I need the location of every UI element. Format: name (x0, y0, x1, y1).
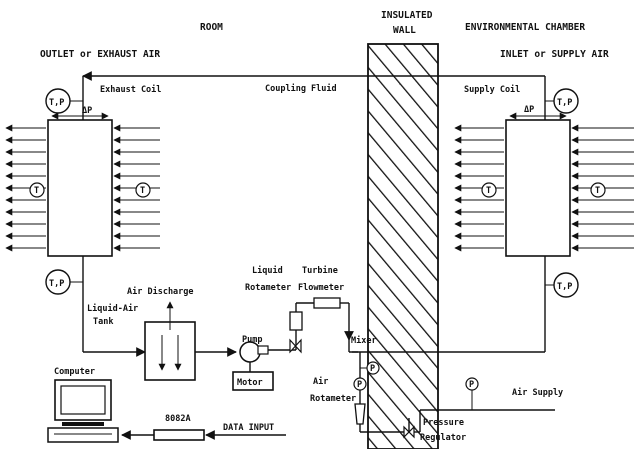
supply-coil (454, 112, 634, 257)
air-supply-label: Air Supply (512, 387, 563, 398)
unit-8082a-label: 8082A (165, 414, 191, 424)
liquid-air-label-2: Tank (93, 317, 113, 327)
tp-sensor-top-right: T,P (545, 88, 579, 114)
svg-text:T: T (486, 186, 491, 196)
data-input-label: DATA INPUT (223, 423, 274, 433)
pressure-regulator-valve (403, 409, 470, 439)
t-sensor-right-inner: T (481, 182, 497, 198)
supply-coil-label: Supply Coil (464, 84, 520, 95)
tp-sensor-bottom-right: T,P (545, 272, 579, 298)
pressure-sensor-air-line: P (353, 377, 367, 391)
insulated-wall (367, 43, 439, 449)
outlet-exhaust-air-label: OUTLET or EXHAUST AIR (40, 49, 160, 60)
liquid-rotameter-label-2: Rotameter (245, 283, 291, 293)
liquid-valve (289, 338, 302, 354)
environmental-chamber-label: ENVIRONMENTAL CHAMBER (465, 22, 585, 33)
t-sensor-left-inner: T (135, 182, 151, 198)
liquid-rotameter-label-1: Liquid (252, 265, 283, 276)
liquid-rotameter (289, 302, 314, 331)
pressure-regulator-label-1: Pressure (423, 418, 464, 428)
svg-text:T: T (140, 186, 145, 196)
coupling-fluid-line (82, 71, 546, 120)
room-label: ROOM (200, 22, 223, 33)
turbine-label-1: Turbine (302, 265, 338, 276)
pressure-regulator-label-2: Regulator (420, 433, 466, 443)
tp-sensor-top-left: T,P (45, 88, 83, 114)
pump-label: Pump (242, 335, 262, 345)
t-sensor-left-outer: T (29, 182, 45, 198)
air-rotameter (354, 352, 404, 433)
computer-icon (47, 379, 119, 443)
svg-text:T,P: T,P (557, 98, 572, 108)
svg-text:T,P: T,P (557, 282, 572, 292)
delta-p-right: ΔP (524, 105, 534, 115)
computer-label: Computer (54, 367, 95, 377)
motor: Motor (232, 371, 274, 391)
pressure-sensor-mixer: P (360, 361, 380, 375)
exhaust-coil-label: Exhaust Coil (100, 84, 161, 95)
air-discharge-label: Air Discharge (127, 286, 194, 297)
t-sensor-right-outer: T (590, 182, 606, 198)
svg-text:P: P (370, 364, 375, 374)
pressure-sensor-supply: P (469, 380, 474, 390)
liquid-air-tank (144, 301, 196, 381)
svg-text:T: T (34, 186, 39, 196)
wall-label: WALL (393, 25, 416, 36)
mixer-label: Mixer (351, 335, 377, 346)
insulated-label: INSULATED (381, 10, 433, 21)
svg-text:P: P (357, 380, 362, 390)
svg-text:T: T (595, 186, 600, 196)
return-piping-left (82, 256, 146, 357)
delta-p-left: ΔP (82, 106, 92, 116)
liquid-air-label-1: Liquid-Air (87, 303, 138, 314)
exhaust-coil (5, 112, 160, 257)
unit-8082a (121, 429, 286, 441)
turbine-flowmeter (313, 297, 354, 341)
turbine-label-2: Flowmeter (298, 283, 344, 293)
svg-text:T,P: T,P (49, 98, 64, 108)
air-supply-line: P (465, 377, 555, 411)
tp-sensor-bottom-left: T,P (45, 269, 83, 295)
air-rotameter-label-1: Air (313, 376, 328, 387)
inlet-supply-air-label: INLET or SUPPLY AIR (500, 49, 609, 60)
svg-text:Motor: Motor (237, 378, 263, 388)
air-rotameter-label-2: Rotameter (310, 394, 356, 404)
coupling-fluid-label: Coupling Fluid (265, 83, 337, 94)
pump (239, 341, 269, 372)
svg-text:T,P: T,P (49, 279, 64, 289)
